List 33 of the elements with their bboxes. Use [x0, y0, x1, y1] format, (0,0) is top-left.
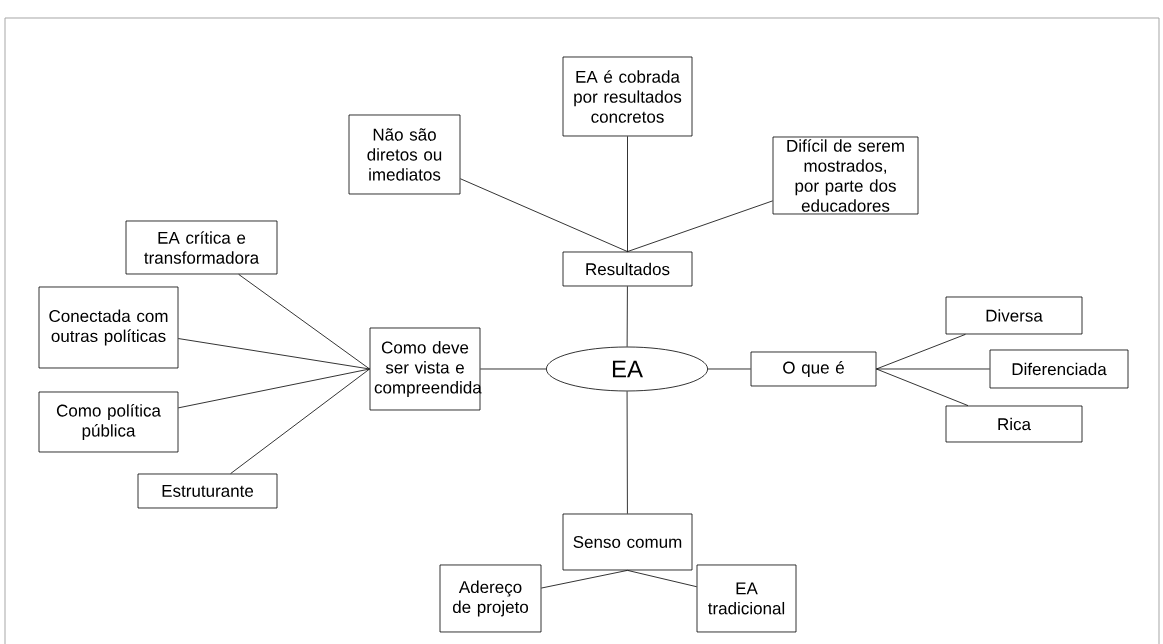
- connector-line: [627, 136, 628, 252]
- text-box: EA crítica e transformadora: [125, 220, 278, 275]
- text-box: EA tradicional: [696, 564, 797, 633]
- connector-line: [480, 368, 547, 370]
- text-box: Estruturante: [137, 473, 278, 509]
- text-box: Como política pública: [38, 391, 179, 453]
- text-box: Não são diretos ou imediatos: [348, 114, 461, 195]
- connector-line: [230, 368, 370, 474]
- text-box: Conectada com outras políticas: [38, 286, 179, 369]
- connector-line: [627, 200, 773, 252]
- text-box: Como deve ser vista e compreendida: [369, 327, 482, 411]
- connector-line: [626, 286, 628, 347]
- text-box: Senso comum: [562, 513, 693, 571]
- text-box: Adereço de projeto: [439, 564, 542, 633]
- text-box: Rica: [945, 405, 1083, 443]
- text-box: O que é: [750, 351, 877, 387]
- connector-line: [876, 334, 966, 370]
- text-box: Resultados: [562, 251, 693, 287]
- connector-line: [178, 338, 370, 370]
- text-box: EA é cobrada por resultados concretos: [562, 56, 693, 137]
- connector-line: [460, 178, 628, 252]
- text-box: Diferenciada: [989, 349, 1129, 389]
- connector-line: [178, 368, 370, 409]
- text-box: Diversa: [945, 296, 1083, 335]
- connector-line: [876, 368, 990, 370]
- connector-line: [541, 570, 628, 589]
- connector-line: [707, 368, 751, 370]
- ellipse-node: EA: [546, 346, 708, 392]
- connector-line: [626, 391, 628, 514]
- text-box: Difícil de serem mostrados, por parte dos educadores: [772, 136, 919, 215]
- connector-line: [627, 570, 697, 588]
- connector-line: [238, 274, 370, 370]
- connector-line: [876, 368, 969, 406]
